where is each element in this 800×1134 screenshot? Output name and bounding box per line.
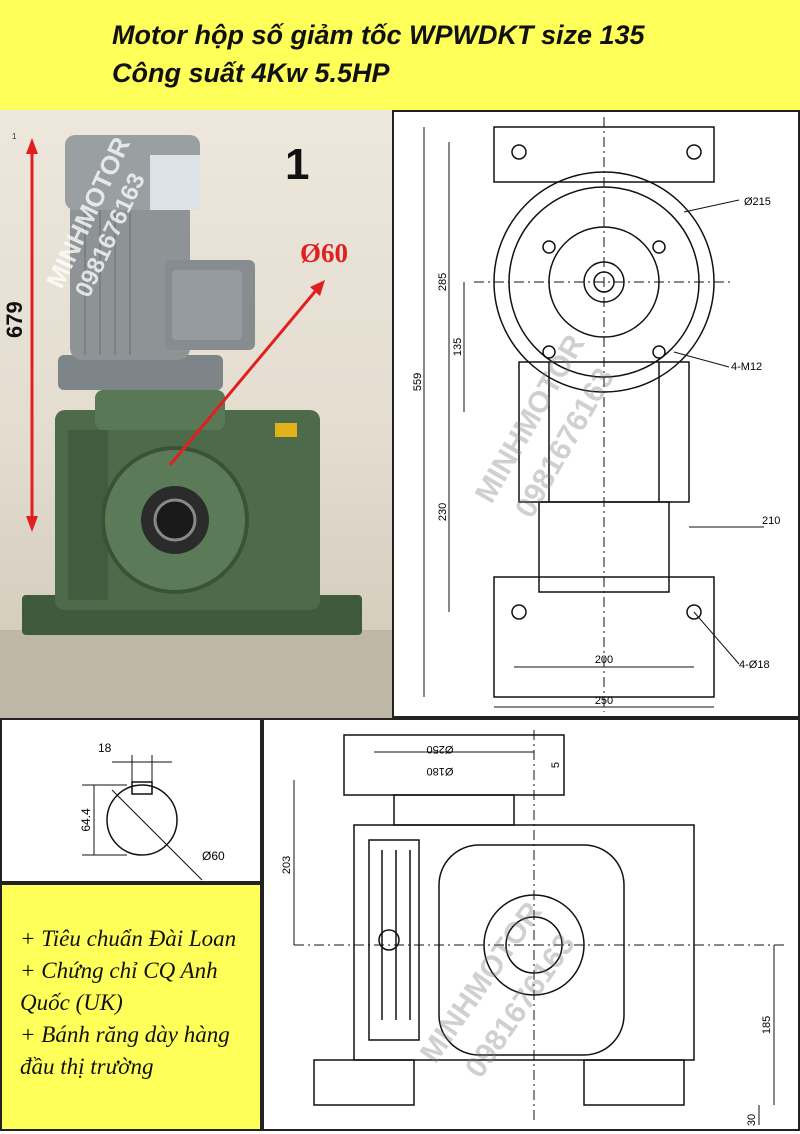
dim-644: 64.4 [79, 808, 93, 832]
dim-phi215: Ø215 [744, 196, 771, 208]
front-view-drawing: Ø250 Ø180 5 203 185 30 MINHMOTOR 0981676… [262, 718, 800, 1131]
shaft-diameter-label: Ø60 [300, 238, 349, 268]
dim-210: 210 [762, 515, 780, 527]
motor-body [58, 135, 255, 390]
dim-559: 559 [412, 373, 424, 391]
dim-135: 135 [452, 338, 464, 356]
dim-phi180: Ø180 [427, 765, 454, 777]
feature-item-certificate: + Chứng chỉ CQ Anh Quốc (UK) [20, 958, 218, 1015]
keyway-drawing: 18 64.4 Ø60 [0, 718, 262, 883]
feature-item-standard: + Tiêu chuẩn Đài Loan [20, 926, 237, 951]
dim-250: 250 [595, 695, 613, 707]
product-photo: 1 1 679 Ø60 MINHMOTOR 0981676163 [0, 110, 392, 718]
dim-4m12: 4-M12 [731, 361, 762, 373]
shaft-pointer-arrow [168, 287, 320, 466]
dim-185: 185 [761, 1016, 773, 1034]
top-view-drawing: Ø215 4-M12 210 200 250 4-Ø18 285 135 559… [392, 110, 800, 718]
dim-285: 285 [437, 273, 449, 291]
page-subtitle: Công suất 4Kw 5.5HP [112, 58, 390, 88]
dim-phi60: Ø60 [202, 849, 225, 863]
dim-230: 230 [437, 503, 449, 521]
gearbox-body [22, 390, 362, 635]
dim-200: 200 [595, 654, 613, 666]
page-title: Motor hộp số giảm tốc WPWDKT size 135 [112, 20, 645, 50]
height-label: 679 [2, 301, 27, 338]
image-number: 1 [285, 140, 310, 189]
small-mark: 1 [12, 132, 17, 141]
dim-4phi18: 4-Ø18 [739, 659, 770, 671]
dim-18: 18 [98, 741, 112, 755]
features-panel: + Tiêu chuẩn Đài Loan + Chứng chỉ CQ Anh… [0, 883, 262, 1131]
feature-item-gear: + Bánh răng dày hàng đầu thị trường [20, 1022, 230, 1079]
dim-30: 30 [746, 1114, 758, 1126]
dim-203: 203 [281, 856, 293, 874]
dim-phi250: Ø250 [427, 743, 454, 755]
dim-5: 5 [550, 762, 562, 768]
header-banner: Motor hộp số giảm tốc WPWDKT size 135 Cô… [0, 0, 800, 112]
